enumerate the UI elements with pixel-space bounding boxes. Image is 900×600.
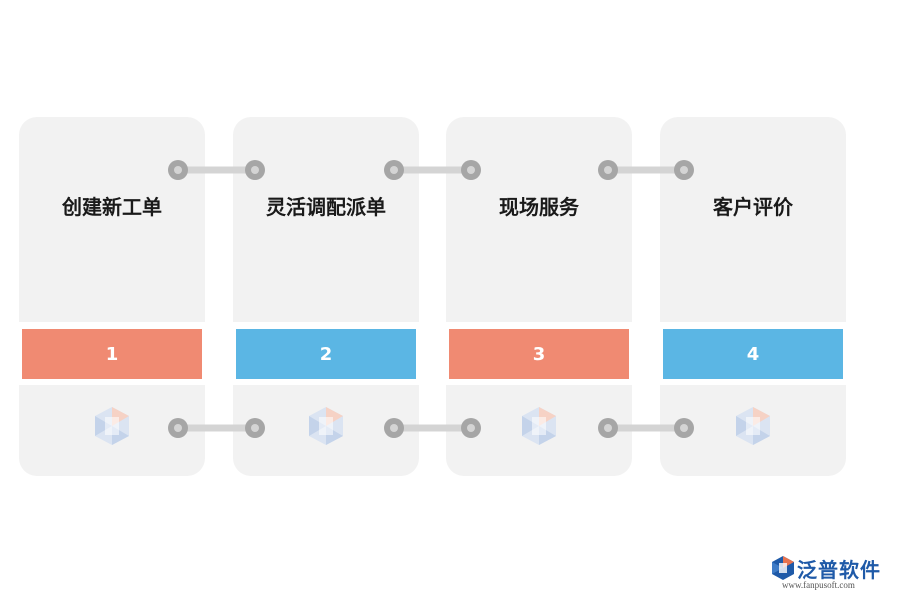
connector-bottom-1-2 <box>168 418 265 438</box>
step-number-4: 4 <box>746 343 760 365</box>
card-top-panel <box>446 117 632 322</box>
connector-top-3-4 <box>598 160 694 180</box>
card-top-panel <box>19 117 205 322</box>
step-number-band-4: 4 <box>663 329 843 379</box>
step-card-3: 现场服务 3 <box>446 117 632 476</box>
step-number-band-2: 2 <box>236 329 416 379</box>
fanpu-logo-icon <box>95 407 129 445</box>
brand-name: 泛普软件 <box>797 558 881 582</box>
step-title-1: 创建新工单 <box>62 195 162 219</box>
step-card-2: 灵活调配派单 2 <box>233 117 419 476</box>
fanpu-logo-icon <box>309 407 343 445</box>
fanpu-brand-logo-icon <box>772 556 794 580</box>
fanpu-logo-icon <box>522 407 556 445</box>
connector-bottom-2-3 <box>384 418 481 438</box>
step-title-3: 现场服务 <box>499 195 579 219</box>
brand-watermark: 泛普软件 www.fanpusoft.com <box>770 553 895 593</box>
connector-top-1-2 <box>168 160 265 180</box>
step-number-band-3: 3 <box>449 329 629 379</box>
connector-bottom-3-4 <box>598 418 694 438</box>
step-title-2: 灵活调配派单 <box>266 195 386 219</box>
step-number-band-1: 1 <box>22 329 202 379</box>
step-card-1: 创建新工单 1 <box>19 117 205 476</box>
fanpu-logo-icon <box>736 407 770 445</box>
brand-url: www.fanpusoft.com <box>782 580 855 590</box>
step-number-3: 3 <box>532 343 546 365</box>
step-number-1: 1 <box>105 343 119 365</box>
card-top-panel <box>233 117 419 322</box>
step-number-2: 2 <box>319 343 333 365</box>
connector-top-2-3 <box>384 160 481 180</box>
step-title-4: 客户评价 <box>713 195 793 219</box>
card-top-panel <box>660 117 846 322</box>
